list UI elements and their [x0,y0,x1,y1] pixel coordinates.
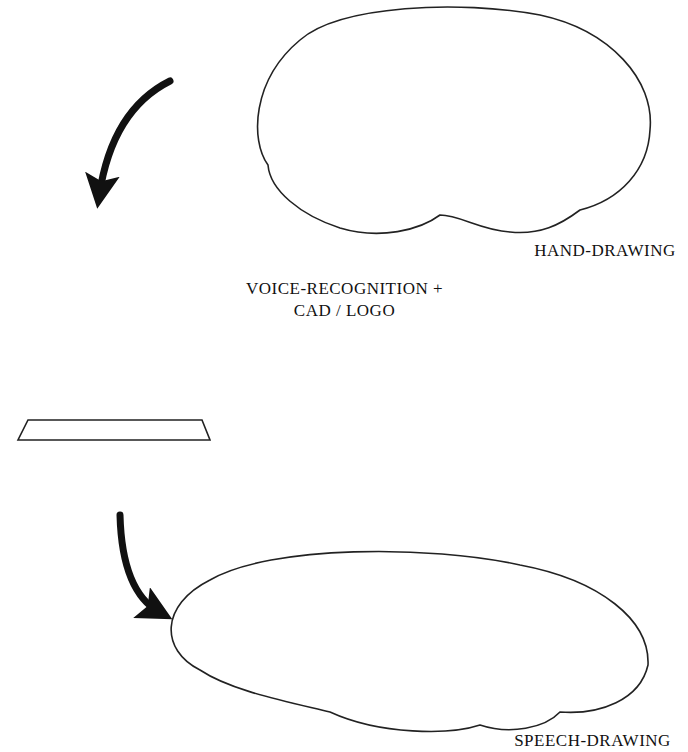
brain-lateral [171,551,648,731]
node-label: VOICE-RECOGNITION + CAD / LOGO [237,278,452,322]
computer-base [18,420,210,440]
node-illustration [170,0,680,270]
illustrated-node: VOICE-RECOGNITION + CAD / LOGO [5,195,465,515]
illustration-group [171,551,648,731]
illustration-group [18,420,210,440]
brain-lateral [258,7,651,233]
illustrated-node: SPEECH-DRAWING [160,550,688,752]
illustration-group [258,7,651,233]
brain-outline [171,551,648,731]
node-illustration [160,550,688,752]
node-label: SPEECH-DRAWING [500,730,685,752]
brain-outline [258,7,651,233]
computer-illustration [18,420,210,440]
curved-arrow [99,81,170,195]
node-label: HAND-DRAWING [530,240,680,262]
illustrated-node: HAND-DRAWING [170,0,680,270]
curved-arrow [120,515,160,613]
node-illustration [5,195,465,515]
